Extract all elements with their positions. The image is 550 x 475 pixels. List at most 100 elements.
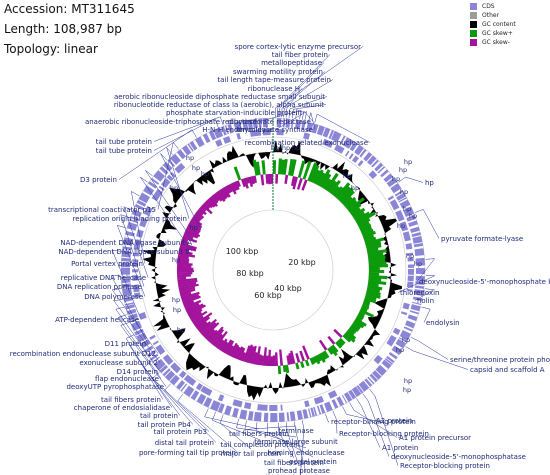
gene-label: tail fibers protein [264,459,324,467]
cds-feature-outer [187,143,194,152]
gene-label: tail fiber protein [272,51,328,59]
cds-feature-outer [144,345,154,354]
gc-skew-positive [366,287,381,293]
cds-feature-outer [306,122,314,133]
cds-feature-outer [308,408,312,418]
cds-feature-outer [143,185,155,196]
gc-skew-negative [193,312,213,327]
cds-feature-outer [316,405,322,415]
gc-skew-negative [233,181,240,191]
cds-feature-inner [276,129,284,136]
cds-feature-outer [394,190,404,197]
cds-feature-outer [123,237,134,246]
gc-skew-negative [192,315,204,325]
cds-feature-outer [398,337,408,343]
leader-line [314,113,371,143]
gene-label: receptor-binding protein [331,418,416,426]
cds-feature-outer [242,120,249,130]
cds-feature-outer [415,267,425,275]
gc-skew-positive [329,346,338,357]
gc-skew-negative [196,209,204,216]
gc-skew-negative [200,205,207,212]
gc-skew-positive [314,355,321,365]
gene-label: exonuclease subunit 2 [79,359,158,367]
gc-skew-positive [350,207,361,216]
gc-skew-positive [297,160,306,179]
gc-skew-negative [187,224,201,233]
legend-item-gc-skew-plus: GC skew+ [470,29,548,38]
gc-skew-positive [252,159,259,176]
leader-line [275,46,364,118]
gc-skew-positive [327,347,334,355]
gene-label: Receptor-blocking protein [400,462,490,470]
cds-feature-outer [294,119,302,130]
leader-line [219,414,252,450]
gene-label-hp: hp [170,184,178,192]
gc-skew-positive [300,361,305,369]
cds-feature-outer [176,149,187,160]
cds-feature-inner [313,395,324,405]
gene-label: tail fibers protein [229,430,289,438]
gc-skew-negative [240,352,247,362]
cds-feature-inner [328,390,338,399]
cds-feature-outer [258,118,262,128]
cds-feature-outer [415,280,425,285]
cds-feature-inner [373,354,383,365]
gene-label: hp [189,224,198,232]
cds-feature-inner [262,129,271,136]
gc-skew-negative [186,226,200,235]
gc-skew-negative [195,211,205,219]
gc-skew-positive [354,318,367,327]
cds-feature-outer [138,192,150,204]
gc-skew-negative [225,185,232,194]
cds-feature-outer [121,283,132,289]
cds-feature-outer [122,246,132,251]
cds-feature-outer [125,230,135,237]
gene-label: DNA replication primase [57,283,142,291]
gene-label: DNA polymerase [84,293,143,301]
cds-feature-inner [133,239,142,251]
cds-feature-inner [132,252,140,257]
leader-line [410,336,449,360]
gene-label-hp: hp [400,188,408,196]
cds-feature-outer [247,119,253,130]
gene-label-hp: hp [172,256,180,264]
gc-skew-negative [193,213,203,221]
cds-feature-outer [150,177,160,185]
cds-feature-inner [143,206,153,217]
gene-label: holin [417,297,434,305]
gc-skew-negative [284,174,289,184]
leader-line [204,408,260,430]
cds-feature-inner [334,144,345,154]
gc-skew-negative [203,322,220,338]
cds-feature-outer [153,358,166,371]
gene-label: deoxyUTP pyrophosphatase [66,383,164,391]
cds-feature-inner [280,404,283,411]
gc-skew-negative [212,193,220,202]
cds-feature-outer [413,289,424,297]
gene-label: tail completion protein [220,441,299,449]
gc-skew-positive [342,334,352,343]
gene-label-hp: hp [414,260,422,268]
gene-label: tail protein Pb3 [154,428,207,436]
gc-skew-negative [206,198,216,208]
gc-skew-negative [216,339,225,350]
guide-circle [212,209,334,331]
cds-feature-outer [390,183,402,194]
gc-skew-positive [295,362,300,370]
gc-skew-negative [260,355,264,366]
gc-skew-positive [340,190,355,205]
cds-feature-outer [289,411,296,421]
gene-label: flap endonuclease [95,375,159,383]
gc-skew-negative [257,354,262,366]
gene-label-hp: hp [392,175,400,183]
gc-skew-negative [231,344,240,358]
leader-line [398,176,424,183]
gc-skew-negative [272,355,276,366]
cds-feature-outer [181,145,192,156]
cds-feature-outer [366,155,377,166]
cds-feature-outer [313,406,318,416]
cds-feature-outer [301,120,306,131]
gc-skew-positive [337,186,351,201]
leader-line [110,275,149,344]
